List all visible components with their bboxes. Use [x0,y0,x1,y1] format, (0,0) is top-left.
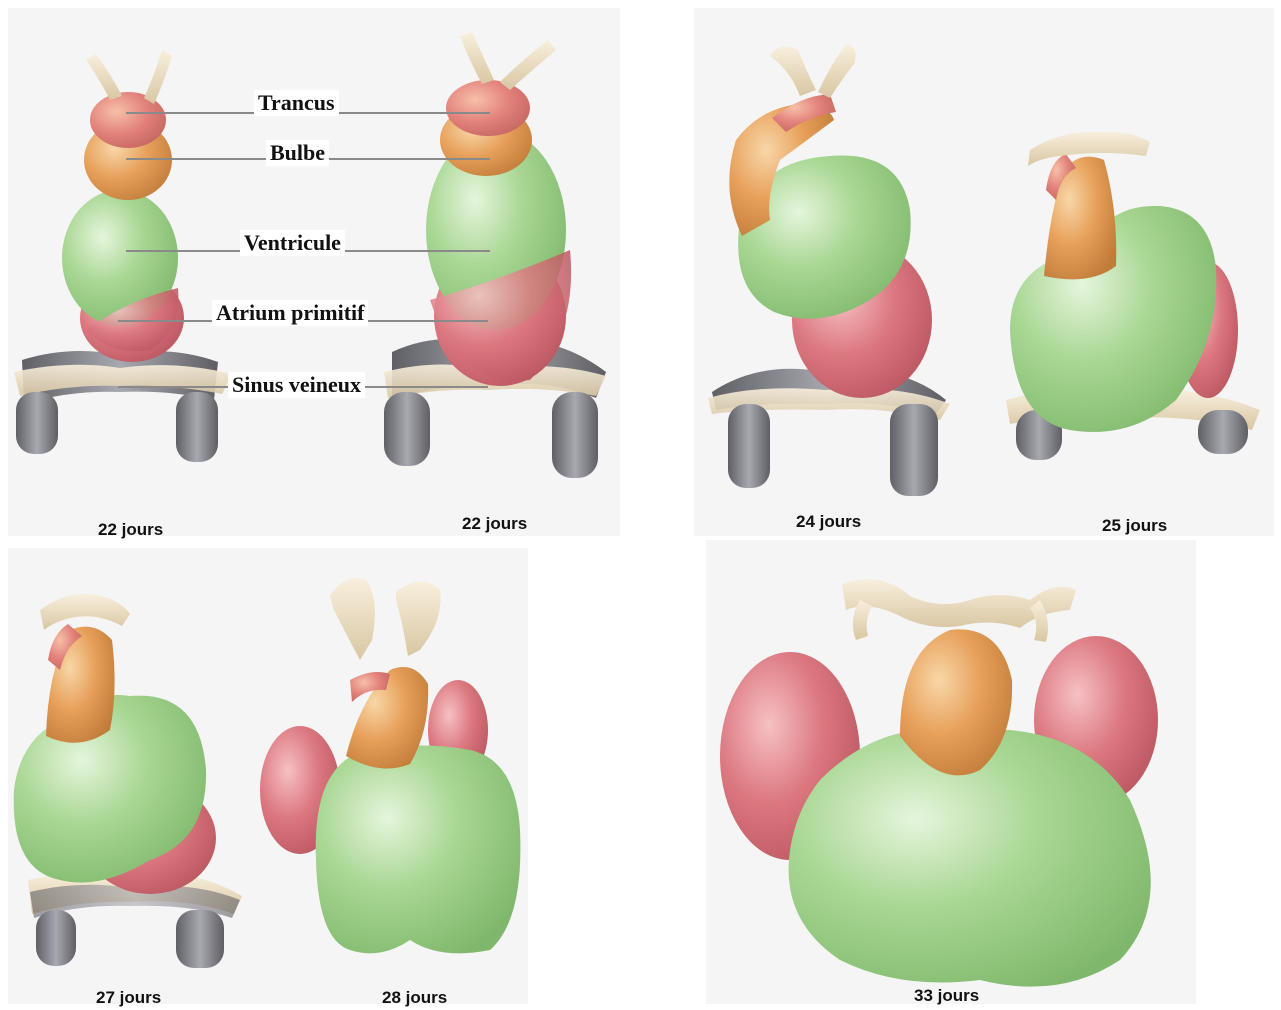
caption-22-days-b: 22 jours [462,514,527,534]
caption-25-days: 25 jours [1102,516,1167,536]
heart-27-days [14,594,242,968]
caption-28-days: 28 jours [382,988,447,1008]
caption-33-days: 33 jours [914,986,979,1006]
heart-25-days [1006,132,1260,460]
label-sinus-veineux: Sinus veineux [228,372,365,398]
caption-27-days: 27 jours [96,988,161,1008]
caption-24-days: 24 jours [796,512,861,532]
label-ventricule: Ventricule [240,230,345,256]
label-trancus: Trancus [254,90,339,116]
heart-24-days [708,44,950,496]
heart-22-days-b [384,32,606,478]
heart-28-days [260,578,520,953]
caption-22-days-a: 22 jours [98,520,163,540]
label-atrium-primitif: Atrium primitif [212,300,368,326]
heart-33-days [720,579,1158,987]
label-bulbe: Bulbe [266,140,329,166]
